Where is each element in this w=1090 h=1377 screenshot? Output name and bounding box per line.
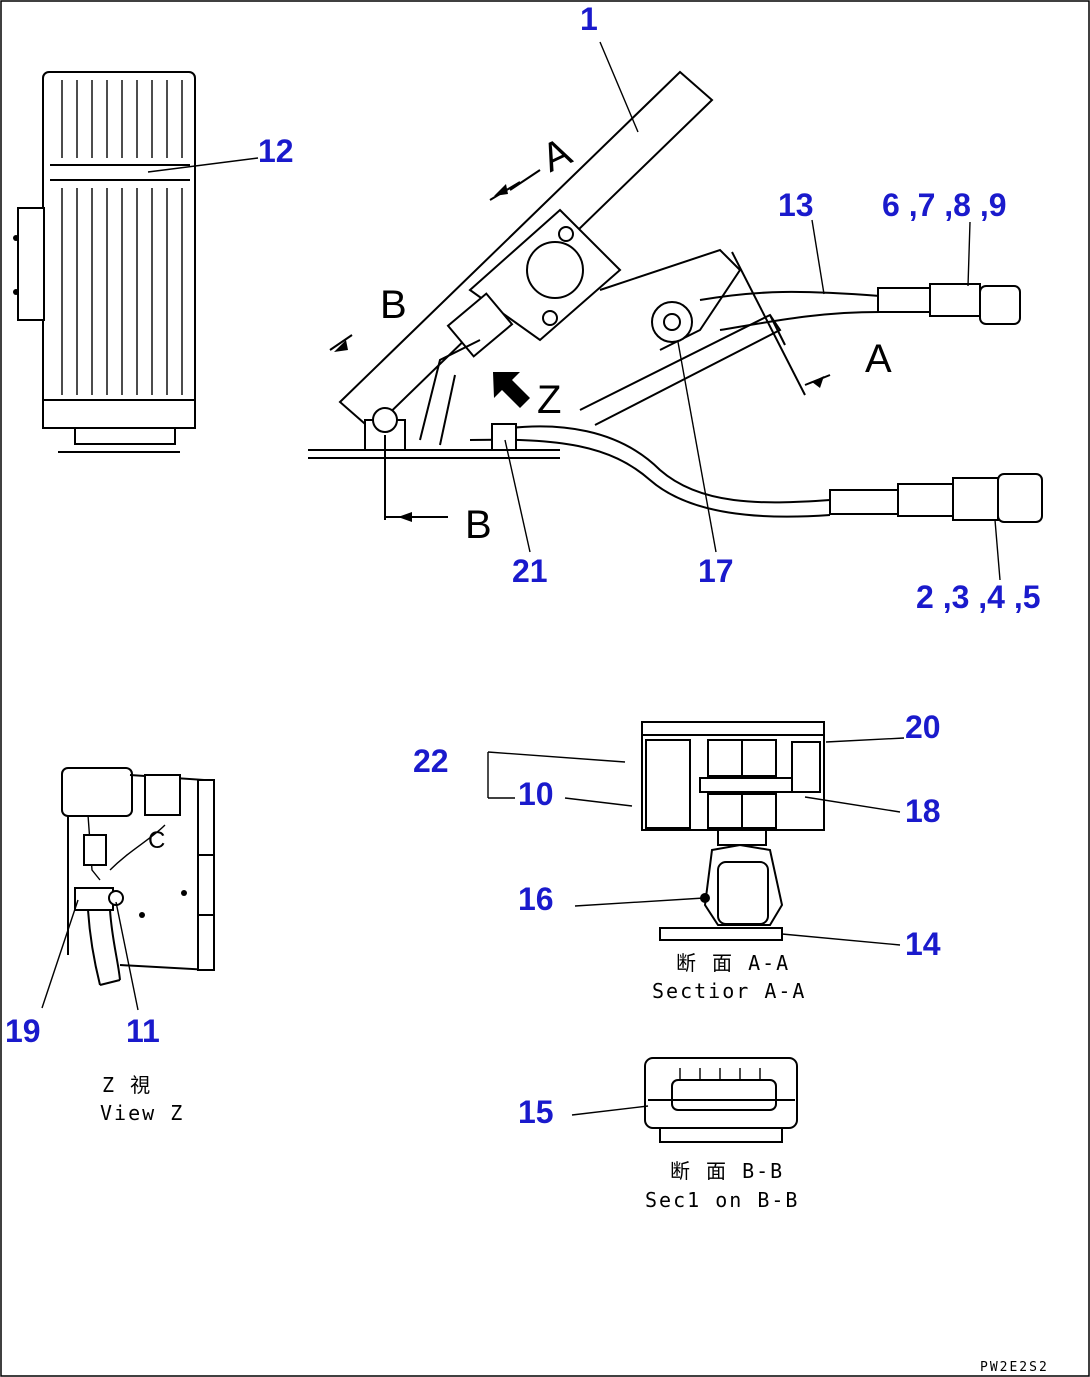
pedal-side-view: Z [308,70,1043,523]
callout-17: 17 [698,553,734,589]
section-cut-lines: A A B B [329,130,892,547]
callout-19: 19 [5,1013,41,1049]
caption-section-aa-en: Sectior A-A [652,979,806,1003]
drawing-code: PW2E2S2 [980,1360,1049,1375]
caption-view-z-en: View Z [100,1101,184,1125]
section-mark-a-top: A [535,130,578,181]
callout-16: 16 [518,881,554,917]
callout-14: 14 [905,926,941,962]
section-mark-b-top: B [380,283,407,327]
caption-section-bb-jp: 断 面 B-B [670,1159,784,1183]
view-z-drawing: C [61,767,215,986]
callout-12: 12 [258,133,294,169]
section-mark-b-bottom: B [465,503,492,547]
caption-section-aa-jp: 断 面 A-A [676,951,790,975]
section-bb-drawing [644,1057,798,1143]
caption-view-z-jp: Z 視 [102,1073,152,1097]
callout-21: 21 [512,553,548,589]
caption-section-bb-en: Sec1 on B-B [645,1188,799,1212]
section-aa-drawing [641,721,825,941]
callout-22: 22 [413,743,449,779]
section-mark-z: Z [537,378,561,422]
callout-11: 11 [126,1013,160,1049]
callout-13: 13 [778,187,814,223]
callout-1: 1 [580,1,598,37]
svg-text:C: C [148,827,165,854]
callout-2-3-4-5: 2 ,3 ,4 ,5 [916,579,1041,615]
callout-6-7-8-9: 6 ,7 ,8 ,9 [882,187,1007,223]
leader-lines [41,41,1001,1116]
pedal-front-view [13,71,196,453]
callout-20: 20 [905,709,941,745]
callout-15: 15 [518,1094,554,1130]
view-z-arrow-icon [493,372,530,408]
callout-18: 18 [905,793,941,829]
section-mark-a-right: A [865,337,892,381]
callout-10: 10 [518,776,554,812]
